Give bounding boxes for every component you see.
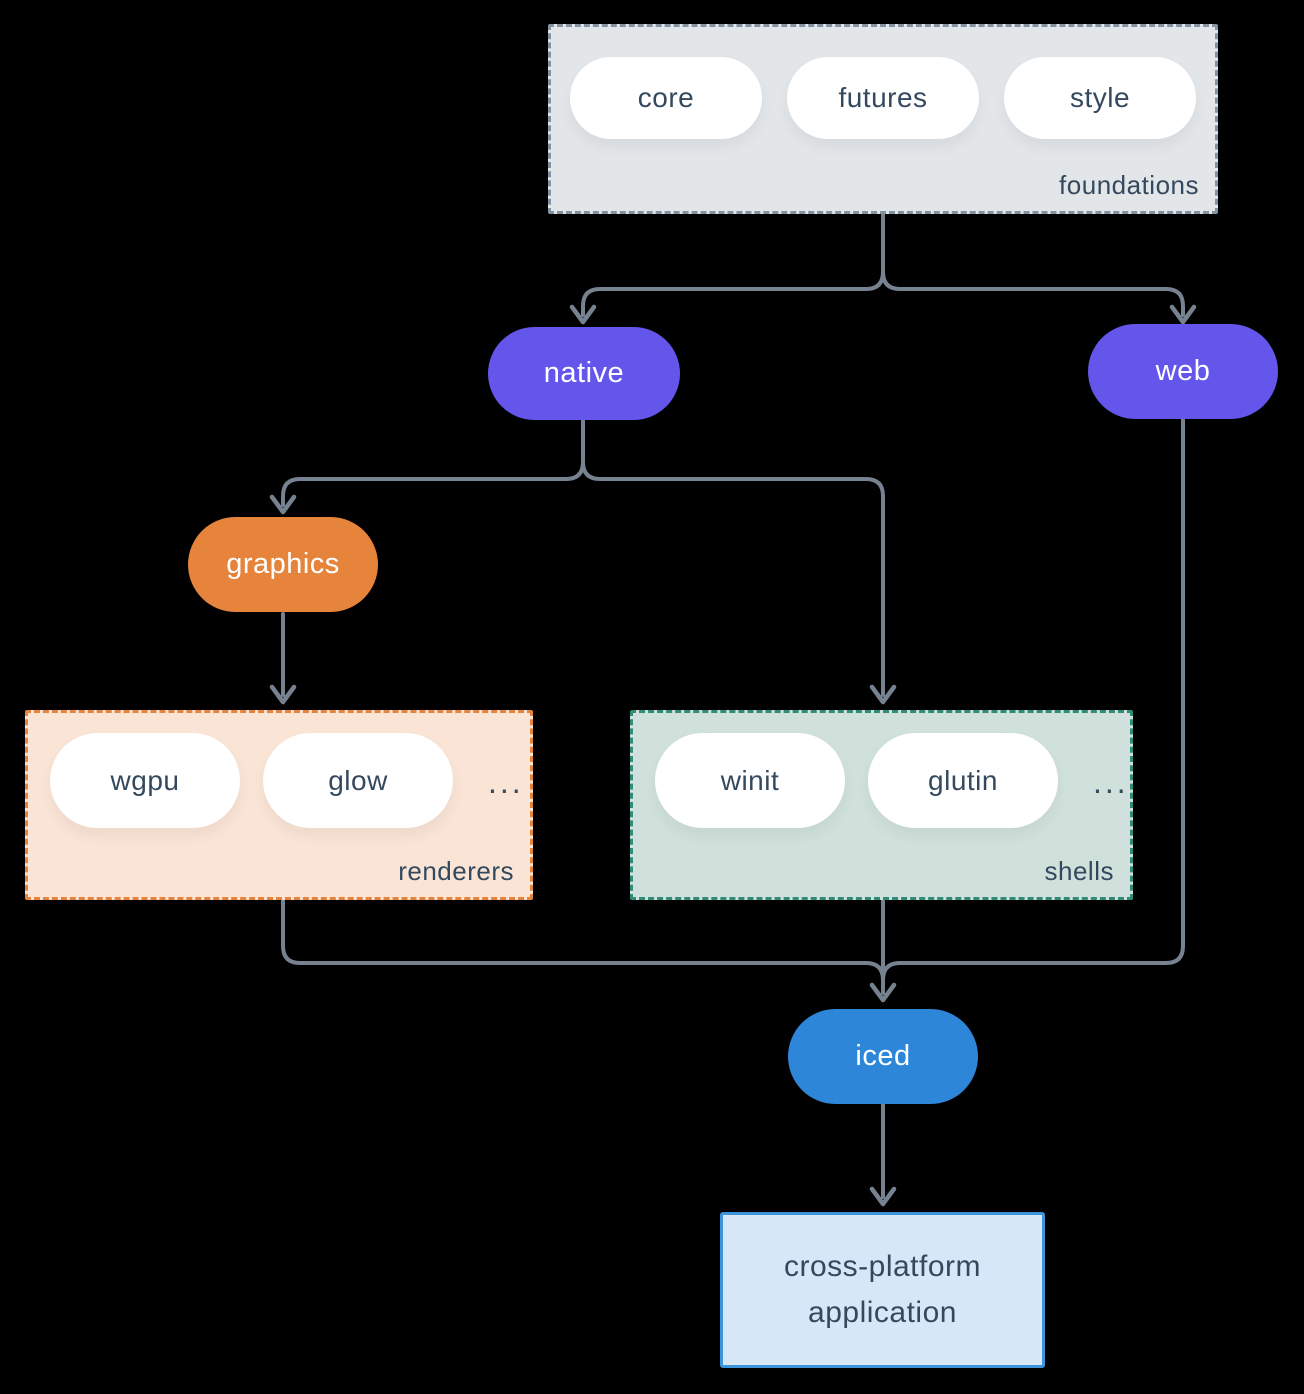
- node-graphics: graphics: [188, 517, 378, 612]
- edge-native-to-graphics: [281, 460, 585, 507]
- application-label-line1: cross-platform: [783, 1249, 982, 1283]
- node-futures: futures: [787, 57, 979, 139]
- edge-renderers-to-iced: [281, 899, 885, 982]
- foundations-pill-row: core futures style: [551, 27, 1215, 139]
- arrow-into-iced: [869, 982, 897, 1003]
- shells-pill-row: winit glutin ...: [633, 713, 1130, 828]
- node-cross-platform-application: cross-platform application: [720, 1212, 1045, 1368]
- node-style: style: [1004, 57, 1196, 139]
- arrow-into-web: [1169, 304, 1197, 325]
- node-wgpu: wgpu: [50, 733, 240, 828]
- arrow-into-shells: [869, 684, 897, 705]
- group-foundations: core futures style foundations: [548, 24, 1218, 214]
- node-web: web: [1088, 324, 1278, 419]
- arrow-into-renderers: [269, 684, 297, 705]
- edge-foundations-to-native: [581, 270, 885, 317]
- node-winit: winit: [655, 733, 845, 828]
- node-core: core: [570, 57, 762, 139]
- renderers-pill-row: wgpu glow ...: [28, 713, 530, 828]
- node-glow: glow: [263, 733, 453, 828]
- node-native: native: [488, 327, 680, 420]
- renderers-ellipsis: ...: [488, 764, 524, 800]
- arrow-into-native: [569, 304, 597, 325]
- group-shells: winit glutin ... shells: [630, 710, 1133, 900]
- shells-ellipsis: ...: [1093, 764, 1129, 800]
- foundations-label: foundations: [1059, 170, 1199, 200]
- node-iced: iced: [788, 1009, 978, 1104]
- arrow-into-application: [869, 1186, 897, 1207]
- renderers-label: renderers: [398, 856, 514, 886]
- edge-native-to-shells: [581, 460, 885, 697]
- application-label-line2: application: [808, 1296, 957, 1329]
- edge-foundations-to-web: [881, 270, 1185, 317]
- node-glutin: glutin: [868, 733, 1058, 828]
- group-renderers: wgpu glow ... renderers: [25, 710, 533, 900]
- arrow-into-graphics: [269, 494, 297, 515]
- shells-label: shells: [1044, 856, 1114, 886]
